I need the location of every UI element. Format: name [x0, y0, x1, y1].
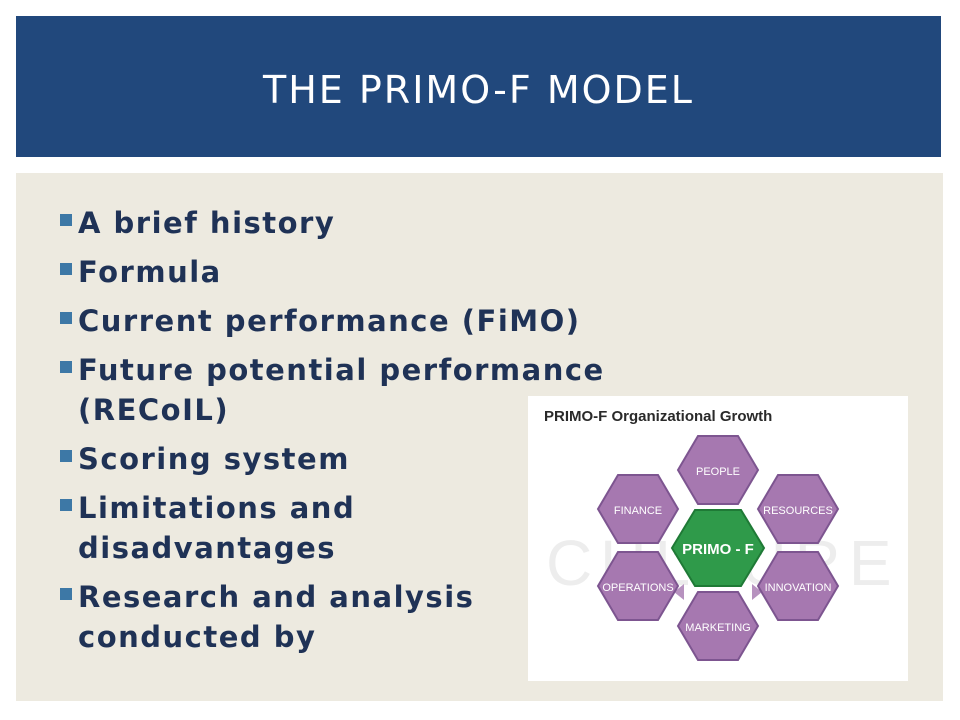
square-bullet-icon [60, 263, 72, 275]
hexagon-label-marketing: MARKETING [685, 622, 750, 634]
bullet-item: Future potential performance (RECoIL) [60, 350, 620, 430]
bullet-text: Current performance (FiMO) [78, 304, 581, 338]
hexagon-resources: RESOURCES [757, 474, 839, 544]
hexagon-operations: OPERATIONS [597, 551, 679, 621]
hexagon-people: PEOPLE [677, 435, 759, 505]
bullet-item: Scoring system [60, 439, 620, 479]
bullet-item: Limitations and disadvantages [60, 488, 360, 568]
title-bar: THE PRIMO-F MODEL [16, 16, 941, 157]
bullet-text: Future potential performance (RECoIL) [78, 353, 605, 427]
square-bullet-icon [60, 312, 72, 324]
hexagon-diagram: PEOPLE RESOURCES INNOVATION MARKETING OP… [597, 435, 839, 661]
bullet-item: A brief history [60, 203, 620, 243]
diagram-title: PRIMO-F Organizational Growth [544, 408, 773, 425]
primo-f-diagram-image: CULTURE PRIMO-F Organizational Growth PE… [528, 396, 908, 681]
hexagon-center-primo-f: PRIMO - F [670, 509, 766, 587]
square-bullet-icon [60, 361, 72, 373]
bullet-text: A brief history [78, 206, 336, 240]
slide-title: THE PRIMO-F MODEL [263, 67, 694, 112]
hexagon-finance: FINANCE [597, 474, 679, 544]
bullet-item: Formula [60, 252, 620, 292]
content-panel: A brief history Formula Current performa… [16, 173, 943, 701]
bullet-text: Research and analysis conducted by [78, 580, 475, 654]
bullet-text: Formula [78, 255, 222, 289]
square-bullet-icon [60, 588, 72, 600]
square-bullet-icon [60, 214, 72, 226]
hexagon-label-people: PEOPLE [696, 466, 740, 478]
hexagon-label-finance: FINANCE [614, 505, 662, 517]
hexagon-marketing: MARKETING [677, 591, 759, 661]
bullet-text: Scoring system [78, 442, 350, 476]
bullet-list: A brief history Formula Current performa… [60, 203, 620, 666]
bullet-text: Limitations and disadvantages [78, 491, 356, 565]
square-bullet-icon [60, 450, 72, 462]
center-label: PRIMO - F [682, 541, 754, 558]
hexagon-label-operations: OPERATIONS [602, 582, 673, 594]
hexagon-innovation: INNOVATION [757, 551, 839, 621]
square-bullet-icon [60, 499, 72, 511]
hexagon-label-resources: RESOURCES [763, 505, 833, 517]
bullet-item: Current performance (FiMO) [60, 301, 620, 341]
bullet-item: Research and analysis conducted by [60, 577, 500, 657]
hexagon-label-innovation: INNOVATION [765, 582, 832, 594]
